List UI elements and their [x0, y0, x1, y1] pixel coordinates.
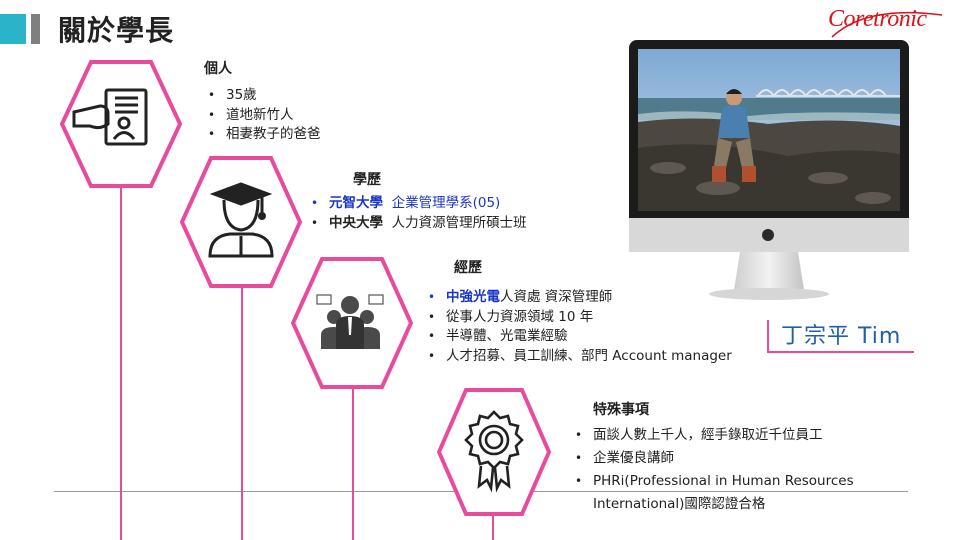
- name-frame: [767, 320, 914, 353]
- school-name: 元智大學: [329, 195, 383, 211]
- connector-line-1: [120, 188, 122, 540]
- hexagon-personal: [60, 60, 182, 188]
- title-accent-gray: [31, 14, 40, 44]
- department-name: 企業管理學系(05): [391, 195, 501, 211]
- monitor-photo: [629, 40, 909, 300]
- list-item: 企業優良講師: [571, 447, 854, 470]
- list-item: 中央大學 人力資源管理所碩士班: [307, 214, 527, 234]
- section-title-personal: 個人: [204, 61, 232, 77]
- section-title-education: 學歷: [353, 172, 381, 188]
- hexagon-education: [180, 156, 302, 288]
- title-accent-teal: [0, 14, 26, 44]
- list-item: 面談人數上千人，經手錄取近千位員工: [571, 424, 854, 447]
- education-list: 元智大學 企業管理學系(05) 中央大學 人力資源管理所碩士班: [307, 194, 527, 233]
- list-item: PHRi(Professional in Human Resources: [571, 470, 854, 493]
- connector-line-3: [352, 387, 354, 540]
- personal-list: 35歲 道地新竹人 相妻教子的爸爸: [204, 86, 321, 145]
- resume-icon: [72, 88, 148, 146]
- page-title: 關於學長: [58, 14, 175, 47]
- special-list: 面談人數上千人，經手錄取近千位員工 企業優良講師 PHRi(Profession…: [571, 424, 854, 516]
- list-item: 道地新竹人: [204, 106, 321, 126]
- list-item: 元智大學 企業管理學系(05): [307, 194, 527, 214]
- list-item: 中強光電人資處 資深管理師: [424, 288, 732, 308]
- experience-list: 中強光電人資處 資深管理師 從事人力資源領域 10 年 半導體、光電業經驗 人才…: [424, 288, 732, 366]
- logo-swoosh-icon: [831, 11, 943, 38]
- section-title-experience: 經歷: [454, 260, 482, 276]
- list-item: 從事人力資源領域 10 年: [424, 308, 732, 328]
- person-figure: [712, 89, 756, 182]
- school-name: 中央大學: [329, 214, 383, 231]
- hexagon-experience: [291, 257, 413, 389]
- graduate-icon: [208, 182, 274, 258]
- list-item: 半導體、光電業經驗: [424, 327, 732, 347]
- department-name: 人力資源管理所碩士班: [391, 214, 527, 231]
- coretronic-logo: Coretronic: [828, 6, 927, 32]
- profile-name: 丁宗平 Tim: [781, 324, 902, 349]
- list-item: 人才招募、員工訓練、部門 Account manager: [424, 347, 732, 367]
- list-item-continued: International)國際認證合格: [593, 496, 766, 512]
- company-name: 中強光電: [446, 289, 500, 305]
- gear-badge-icon: [464, 410, 524, 493]
- list-item: 35歲: [204, 86, 321, 106]
- team-icon: [316, 294, 384, 349]
- job-title: 人資處 資深管理師: [500, 289, 613, 305]
- section-title-special: 特殊事項: [593, 402, 649, 418]
- list-item: 相妻教子的爸爸: [204, 125, 321, 145]
- connector-line-4: [492, 514, 494, 540]
- hexagon-special: [437, 388, 551, 516]
- connector-line-2: [241, 286, 243, 540]
